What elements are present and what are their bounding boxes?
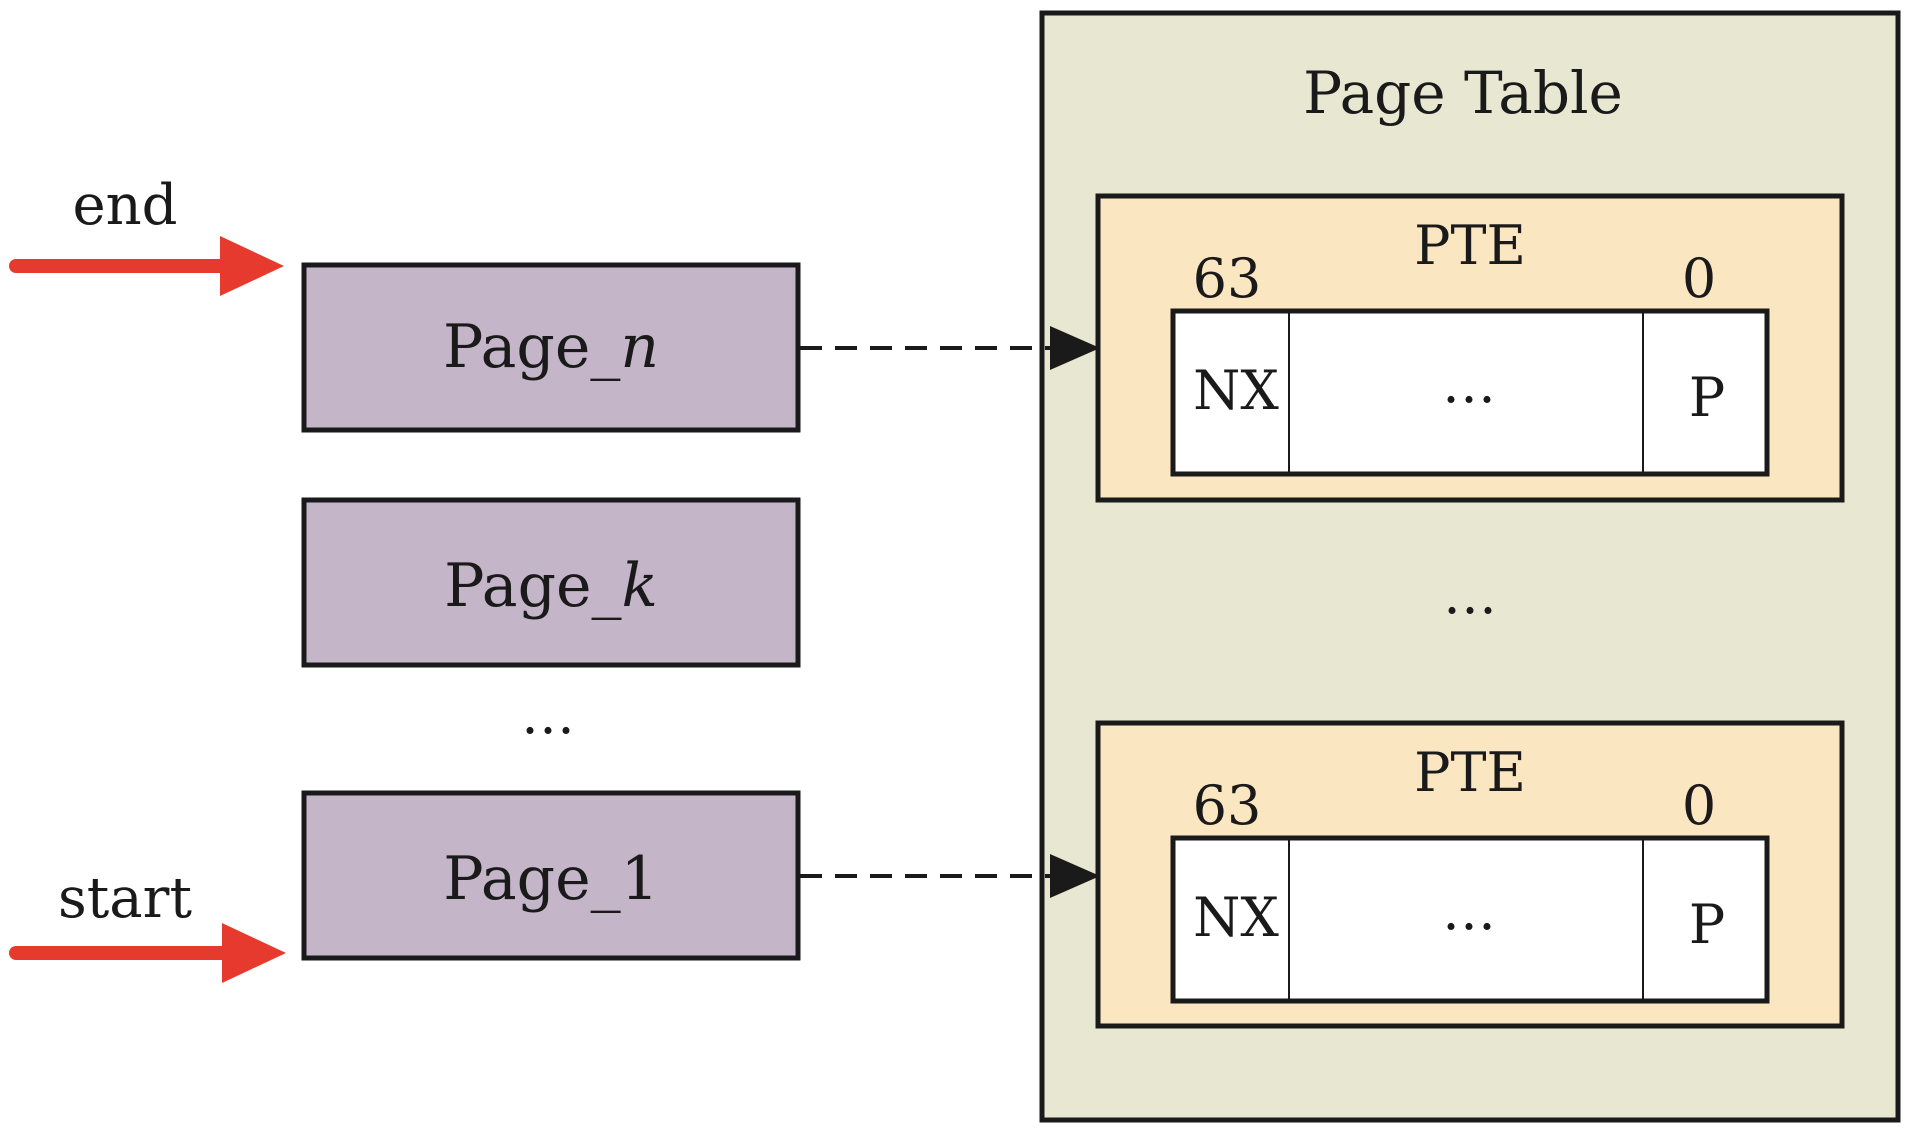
pte-p-field: P xyxy=(1689,893,1725,956)
start-arrow-head xyxy=(222,923,286,983)
page-k-label: Page_k xyxy=(444,551,658,621)
pte-title: PTE xyxy=(1414,214,1526,277)
page-table-ellipsis: … xyxy=(1443,563,1497,626)
page-1-box: Page_1 xyxy=(301,790,801,961)
page-table: Page Table PTE 63 0 NX … P … PTE 63 0 NX… xyxy=(1039,10,1901,1123)
pages-ellipsis: … xyxy=(521,683,575,746)
start-label: start xyxy=(58,866,192,931)
pte-nx-field: NX xyxy=(1193,886,1279,949)
pte-low-bit: 0 xyxy=(1682,774,1716,837)
pte-entry-top: PTE 63 0 NX … P xyxy=(1095,193,1845,503)
page-table-title: Page Table xyxy=(1303,59,1623,127)
pte-nx-field: NX xyxy=(1193,359,1279,422)
end-pointer: end xyxy=(9,173,284,296)
mapping-arrow-page-1 xyxy=(800,854,1100,898)
pte-high-bit: 63 xyxy=(1193,774,1262,837)
pte-p-field: P xyxy=(1689,366,1725,429)
pte-title: PTE xyxy=(1414,741,1526,804)
pte-middle-ellipsis: … xyxy=(1442,352,1496,415)
pte-middle-ellipsis: … xyxy=(1442,879,1496,942)
page-k-box: Page_k xyxy=(301,497,801,668)
mapping-arrow-page-n xyxy=(800,326,1100,370)
pte-high-bit: 63 xyxy=(1193,247,1262,310)
pte-low-bit: 0 xyxy=(1682,247,1716,310)
page-n-box: Page_n xyxy=(301,262,801,433)
start-pointer: start xyxy=(9,866,286,983)
page-1-label: Page_1 xyxy=(443,844,659,914)
page-n-label: Page_n xyxy=(443,312,659,382)
end-arrow-head xyxy=(220,236,284,296)
end-label: end xyxy=(72,173,177,238)
pte-entry-bottom: PTE 63 0 NX … P xyxy=(1095,720,1845,1029)
